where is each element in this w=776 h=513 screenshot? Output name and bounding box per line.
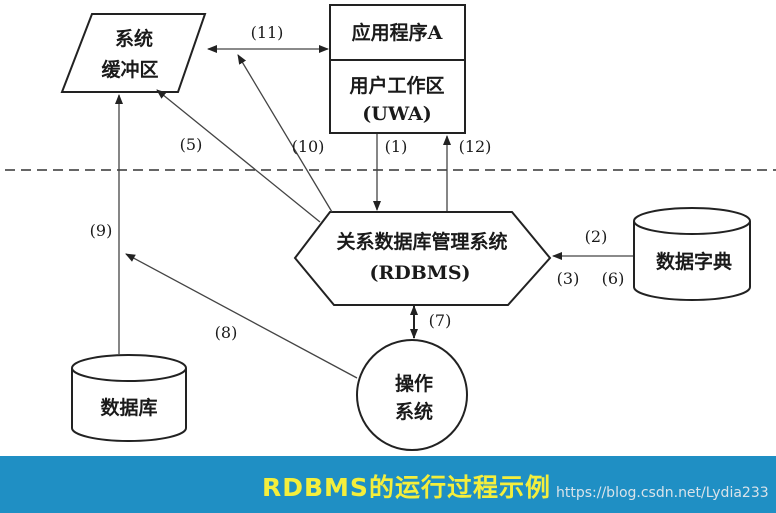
arrow-10-rdbms-to-buffer <box>237 54 333 213</box>
application-title: 应用程序A <box>352 21 443 44</box>
database-label: 数据库 <box>100 396 157 419</box>
step-label-9: (9) <box>90 221 113 240</box>
caption-banner <box>0 456 776 513</box>
database-cylinder <box>71 354 187 442</box>
system-buffer-label-line2: 缓冲区 <box>101 58 158 81</box>
url-watermark: https://blog.csdn.net/Lydia233 <box>556 485 769 501</box>
step-label-1: (1) <box>385 137 408 156</box>
operating-system-circle <box>356 339 468 451</box>
caption-title: RDBMS的运行过程示例 <box>262 473 551 502</box>
user-workspace-label: 用户工作区 <box>349 74 444 97</box>
rdbms-label-line1: 关系数据库管理系统 <box>336 230 507 253</box>
rdbms-hexagon <box>293 211 552 306</box>
step-label-8: (8) <box>215 323 238 342</box>
data-dictionary-cylinder <box>633 207 751 301</box>
step-label-11: (11) <box>251 23 284 42</box>
arrow-5-rdbms-to-buffer <box>156 89 321 223</box>
data-dictionary-label: 数据字典 <box>656 250 732 273</box>
rdbms-label-line2: (RDBMS) <box>369 262 470 284</box>
operating-system-label-line2: 系统 <box>395 400 433 423</box>
step-label-3: (3) <box>557 269 580 288</box>
system-buffer-label-line1: 系统 <box>115 27 153 50</box>
step-label-7: (7) <box>429 311 452 330</box>
user-workspace-abbr: (UWA) <box>362 103 431 125</box>
step-label-5: (5) <box>180 135 203 154</box>
step-label-12: (12) <box>459 137 492 156</box>
arrow-8-os-to-path <box>125 253 358 379</box>
operating-system-label-line1: 操作 <box>395 372 433 395</box>
step-label-10: (10) <box>292 137 325 156</box>
step-label-2: (2) <box>585 227 608 246</box>
system-buffer-shape <box>60 13 207 93</box>
step-label-6: (6) <box>602 269 625 288</box>
application-box <box>329 4 466 134</box>
